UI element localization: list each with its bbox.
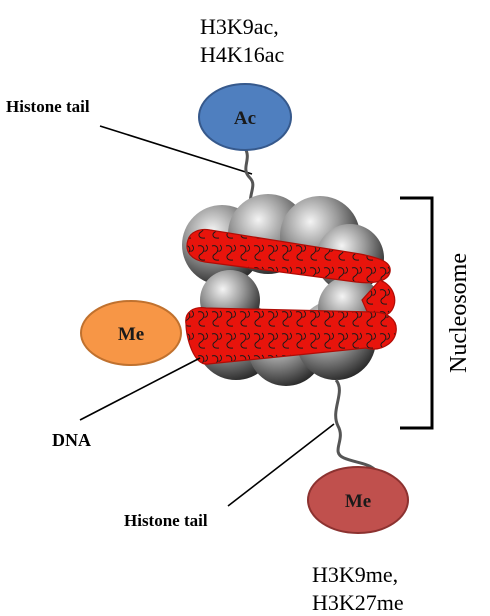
dna-label: DNA: [52, 430, 91, 450]
dna-pointer: [79, 357, 201, 421]
histone-tail-top-label: Histone tail: [6, 97, 90, 116]
bottom-marks-line2: H3K27me: [312, 590, 404, 615]
acetyl-group-label: Ac: [234, 108, 256, 129]
dna-wrap-upper: [186, 228, 391, 284]
histone-tail-bottom-pointer: [227, 423, 335, 507]
histone-tail-bottom-label: Histone tail: [124, 511, 208, 530]
methyl-group-left-label: Me: [118, 324, 144, 345]
nucleosome-label: Nucleosome: [446, 253, 472, 373]
methyl-group-bottom-ellipse: [307, 466, 409, 534]
dna-wrap-lower: [185, 307, 397, 365]
bottom-marks-line1: H3K9me,: [312, 562, 398, 587]
top-marks-line2: H4K16ac: [200, 42, 285, 67]
acetyl-group-ellipse: [198, 83, 292, 151]
methyl-group-bottom-label: Me: [345, 491, 371, 512]
top-marks-line1: H3K9ac,: [200, 14, 279, 39]
histone-tail-bottom: [334, 379, 382, 477]
nucleosome-bracket: [400, 196, 434, 430]
methyl-group-left-ellipse: [80, 300, 182, 366]
histone-tail-top-pointer: [99, 125, 253, 175]
